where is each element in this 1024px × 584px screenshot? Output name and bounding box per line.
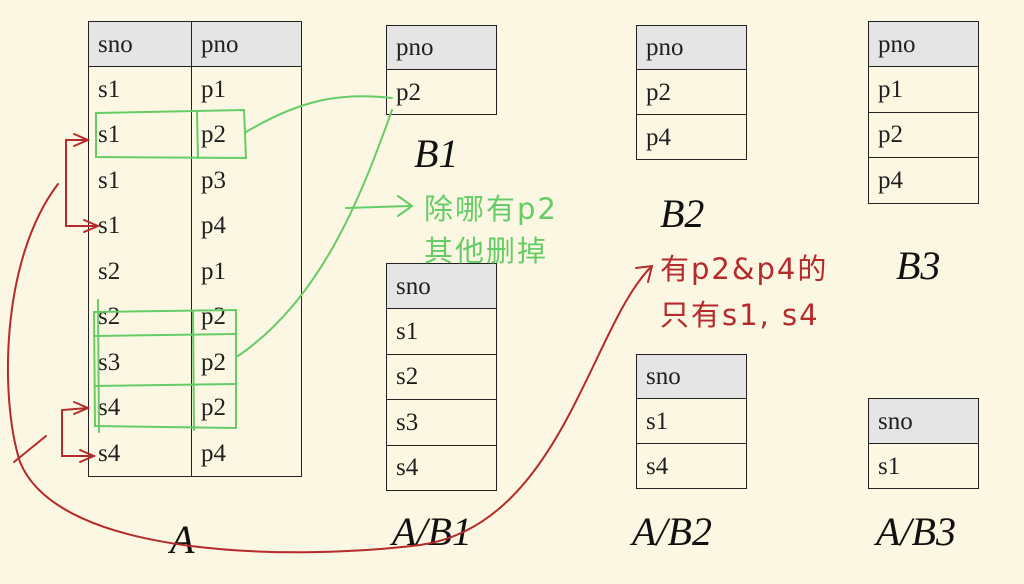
table-cell: s1 xyxy=(88,66,192,112)
table-b2: pno p2 p4 xyxy=(636,25,747,160)
table-cell: p4 xyxy=(636,114,747,160)
table-cell: p4 xyxy=(191,203,302,249)
red-tick xyxy=(13,435,47,463)
red-arrow-s1-top xyxy=(73,133,91,147)
red-note-line2: 只有s1, s4 xyxy=(660,298,820,332)
green-note-line2: 其他删掉 xyxy=(424,234,549,268)
table-cell: s4 xyxy=(386,444,497,491)
table-a-header-sno: sno xyxy=(88,21,192,67)
table-cell: p1 xyxy=(191,248,302,294)
table-cell: p2 xyxy=(868,111,979,158)
table-row: s1 xyxy=(868,443,979,489)
table-ab3-header-sno: sno xyxy=(868,398,979,444)
table-a-div-b3: sno s1 xyxy=(868,398,979,489)
table-cell: s1 xyxy=(868,443,979,489)
table-cell: s4 xyxy=(88,430,192,477)
label-b3: B3 xyxy=(896,243,941,288)
table-row: s3 xyxy=(386,399,497,446)
green-arrow-head xyxy=(397,195,414,217)
table-row: p2 xyxy=(868,111,979,158)
label-b1: B1 xyxy=(414,131,459,176)
red-arrow-s4-top xyxy=(73,401,91,415)
table-cell: s4 xyxy=(88,385,192,431)
green-note-line1: 除哪有p2 xyxy=(424,192,558,226)
table-cell: p2 xyxy=(191,339,302,385)
table-cell: s1 xyxy=(88,203,192,249)
table-row: p2 xyxy=(636,69,747,115)
table-cell: s2 xyxy=(88,294,192,340)
table-row: p4 xyxy=(636,114,747,160)
table-cell: s1 xyxy=(386,308,497,355)
table-cell: p3 xyxy=(191,157,302,203)
table-a-header-pno: pno xyxy=(191,21,302,67)
table-b2-header-pno: pno xyxy=(636,25,747,70)
table-b3-header-pno: pno xyxy=(868,21,979,67)
table-cell: s1 xyxy=(636,398,747,444)
table-row: s4 xyxy=(636,443,747,489)
label-a-div-b3: A/B3 xyxy=(876,509,956,554)
table-cell: p1 xyxy=(191,66,302,112)
label-a: A xyxy=(170,517,195,562)
table-b1: pno p2 xyxy=(386,25,497,115)
table-cell: p4 xyxy=(868,157,979,204)
table-a-div-b2: sno s1 s4 xyxy=(636,354,747,489)
table-ab1-header-sno: sno xyxy=(386,263,497,309)
red-loop-arrowhead xyxy=(635,264,654,283)
table-row: p2 xyxy=(386,69,497,115)
table-cell: s3 xyxy=(386,399,497,446)
table-cell: p2 xyxy=(191,294,302,340)
table-cell: s1 xyxy=(88,157,192,203)
table-cell: s2 xyxy=(88,248,192,294)
table-a-div-b1: sno s1 s2 s3 s4 xyxy=(386,263,497,491)
table-b3: pno p1 p2 p4 xyxy=(868,21,979,204)
label-a-div-b2: A/B2 xyxy=(632,509,712,554)
table-row: p4 xyxy=(868,157,979,204)
table-cell: s1 xyxy=(88,112,192,158)
table-row: s2 xyxy=(386,353,497,400)
table-cell: p2 xyxy=(191,385,302,431)
table-cell: p4 xyxy=(191,430,302,477)
table-row: p1 xyxy=(868,66,979,113)
table-cell: s4 xyxy=(636,443,747,489)
table-cell: s2 xyxy=(386,353,497,400)
table-b1-header-pno: pno xyxy=(386,25,497,70)
table-row: s1 xyxy=(386,308,497,355)
green-arrow-to-note xyxy=(345,205,411,209)
label-a-div-b1: A/B1 xyxy=(392,509,472,554)
table-cell: p1 xyxy=(868,66,979,113)
table-cell: p2 xyxy=(636,69,747,115)
table-row: s4 xyxy=(386,444,497,491)
label-b2: B2 xyxy=(660,191,705,236)
table-cell: p2 xyxy=(191,112,302,158)
table-cell: p2 xyxy=(386,69,497,115)
red-note-line1: 有p2&p4的 xyxy=(660,252,829,286)
table-ab2-header-sno: sno xyxy=(636,354,747,399)
table-cell: s3 xyxy=(88,339,192,385)
table-row: s1 xyxy=(636,398,747,444)
